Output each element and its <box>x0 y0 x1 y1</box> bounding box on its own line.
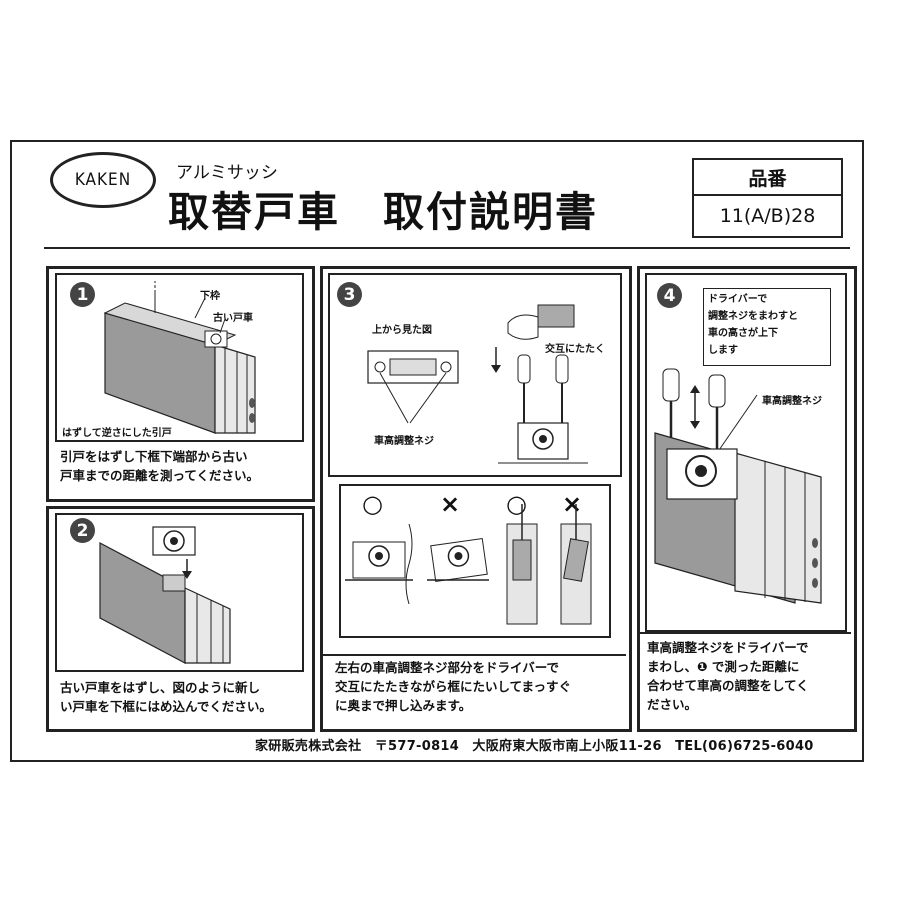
step-3-correct-incorrect-illustration <box>345 504 592 625</box>
step-2-illustration <box>99 526 231 664</box>
part-number-value: 11(A/B)28 <box>719 205 816 227</box>
step-3-mark-ng-2: × <box>562 490 583 518</box>
step-3-label-height-screw: 車高調整ネジ <box>374 436 434 447</box>
step-4-number: 4 <box>657 283 682 308</box>
header-divider <box>44 247 850 249</box>
step-4-illustration <box>654 368 822 604</box>
step-4-note-box <box>703 288 831 366</box>
step-4-label-height-screw: 車高調整ネジ <box>762 396 822 407</box>
part-number-label: 品番 <box>694 160 841 196</box>
product-subtitle: アルミサッシ <box>176 163 278 183</box>
kaken-logo: KAKEN <box>50 152 156 208</box>
step-4-caption: 車高調整ネジをドライバーで まわし、❶ で測った距離に 合わせて車高の調整をして… <box>647 640 809 712</box>
step-3-mark-ng-1: × <box>440 490 461 518</box>
step-1-label-sill: 下枠 <box>200 291 220 302</box>
step-3-number: 3 <box>337 282 362 307</box>
step-2-number: 2 <box>70 518 95 543</box>
step-4-caption-divider <box>637 632 851 634</box>
step-1-label-door: はずして逆さにした引戸 <box>62 428 172 439</box>
step-4-note: ドライバーで 調整ネジをまわすと 車の高さが上下 します <box>708 294 798 356</box>
step-3-caption-divider <box>320 654 626 656</box>
step-2-caption: 古い戸車をはずし、図のように新し い戸車を下框にはめ込んでください。 <box>60 680 272 714</box>
step-3-caption: 左右の車高調整ネジ部分をドライバーで 交互にたたきながら框にたいしてまっすぐ に… <box>335 660 572 713</box>
step-3-label-alternate-tap: 交互にたたく <box>545 344 605 355</box>
part-number-box: 品番 11(A/B)28 <box>692 158 843 238</box>
step-1-label-old-roller: 古い戸車 <box>213 313 253 324</box>
step-3-mark-ok-1: ○ <box>362 490 383 518</box>
step-1-number: 1 <box>70 282 95 307</box>
step-3-top-illustration <box>367 304 588 464</box>
step-3-label-top-view: 上から見た図 <box>372 325 432 336</box>
step-1-illustration <box>103 281 256 434</box>
company-footer: 家研販売株式会社 〒577-0814 大阪府東大阪市南上小阪11-26 TEL(… <box>255 739 814 754</box>
step-1-caption: 引戸をはずし下框下端部から古い 戸車までの距離を測ってください。 <box>60 449 260 483</box>
document-title: 取替戸車 取付説明書 <box>168 188 598 236</box>
